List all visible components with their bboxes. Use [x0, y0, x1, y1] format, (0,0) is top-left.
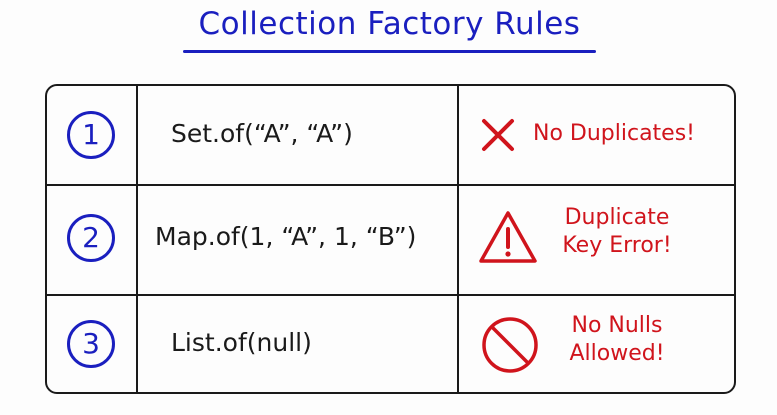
rule-message: No Nulls Allowed!	[547, 312, 687, 368]
row-divider	[47, 294, 734, 296]
warning-triangle-icon	[479, 211, 537, 263]
prohibited-icon	[482, 317, 538, 373]
code-expression: List.of(null)	[171, 328, 312, 357]
table-row: 2 Map.of(1, “A”, 1, “B”) Duplicate Key E…	[47, 186, 734, 294]
column-divider	[136, 86, 138, 392]
code-expression: Set.of(“A”, “A”)	[171, 119, 353, 148]
rule-message-line: Key Error!	[562, 233, 672, 258]
column-divider	[457, 86, 459, 392]
rule-message-line: Allowed!	[569, 341, 665, 366]
row-number-badge: 2	[67, 214, 115, 262]
row-divider	[47, 184, 734, 186]
rule-message-line: Duplicate	[564, 205, 670, 230]
x-mark-icon	[482, 119, 514, 151]
code-expression: Map.of(1, “A”, 1, “B”)	[155, 222, 417, 251]
table-row: 3 List.of(null) No Nulls Allowed!	[47, 296, 734, 394]
rule-message: No Duplicates!	[533, 121, 696, 146]
rule-message: Duplicate Key Error!	[547, 204, 687, 260]
row-number-badge: 3	[67, 320, 115, 368]
row-number-badge: 1	[67, 111, 115, 159]
page-title: Collection Factory Rules	[198, 6, 581, 42]
table-row: 1 Set.of(“A”, “A”) No Duplicates!	[47, 86, 734, 184]
title-underline	[183, 50, 596, 53]
rules-table: 1 Set.of(“A”, “A”) No Duplicates! 2 Map.…	[45, 84, 736, 394]
rule-message-line: No Nulls	[571, 313, 663, 338]
